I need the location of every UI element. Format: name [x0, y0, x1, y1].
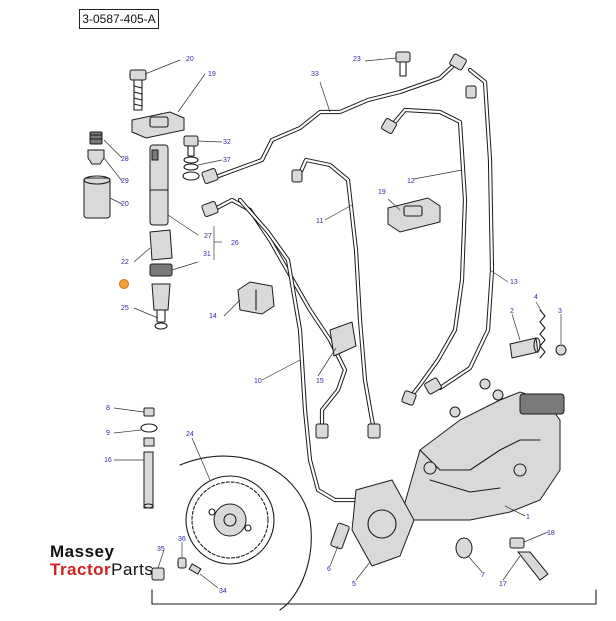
callout-5: 5 — [352, 581, 356, 588]
drive-gear — [179, 455, 312, 611]
callout-16: 16 — [104, 457, 112, 464]
frame-line — [151, 589, 597, 605]
highlighted-washer-icon — [119, 279, 129, 289]
callout-11: 11 — [316, 218, 323, 225]
callout-7: 7 — [481, 572, 485, 579]
callout-28: 28 — [121, 156, 129, 163]
reference-code-box: 3-0587-405-A — [79, 9, 159, 29]
callout-15: 15 — [316, 378, 324, 385]
watermark-line2: TractorParts — [50, 560, 153, 580]
callout-12: 12 — [407, 178, 415, 185]
watermark-line1: Massey — [50, 542, 115, 561]
fuel-pipes — [210, 61, 495, 503]
callout-19-left: 19 — [208, 71, 216, 78]
callout-14: 14 — [209, 313, 217, 320]
callout-24: 24 — [186, 431, 194, 438]
callout-29: 29 — [121, 178, 129, 185]
callout-19-right: 19 — [378, 189, 386, 196]
pump-small-parts — [509, 309, 567, 359]
callout-36: 36 — [178, 536, 186, 543]
callout-17: 17 — [499, 581, 507, 588]
callout-labels: 20 19 28 29 20 32 37 27 26 22 31 23 25 3… — [104, 56, 562, 595]
callout-10: 10 — [254, 378, 262, 385]
callout-4: 4 — [534, 294, 538, 301]
watermark-parts: Parts — [111, 560, 154, 579]
callout-2: 2 — [510, 308, 514, 315]
callout-18: 18 — [547, 530, 555, 537]
callout-8: 8 — [106, 405, 110, 412]
callout-35: 35 — [157, 546, 165, 553]
callout-23-top: 23 — [353, 56, 361, 63]
callout-34: 34 — [219, 588, 227, 595]
callout-1: 1 — [526, 514, 530, 521]
gear-fasteners — [151, 522, 549, 581]
callout-27: 27 — [204, 233, 212, 240]
injection-pump — [351, 378, 565, 567]
leader-lines — [103, 57, 562, 589]
callout-22: 22 — [121, 259, 129, 266]
callout-20-top: 20 — [186, 56, 194, 63]
callout-33: 33 — [311, 71, 319, 78]
injector-assembly — [83, 51, 441, 357]
pipe-fittings — [201, 53, 477, 439]
callout-6: 6 — [327, 566, 331, 573]
callout-3: 3 — [558, 308, 562, 315]
callout-37: 37 — [223, 157, 231, 164]
callout-9: 9 — [106, 430, 110, 437]
callout-26: 26 — [231, 240, 239, 247]
callout-31: 31 — [203, 251, 211, 258]
callout-20-holder: 20 — [121, 201, 129, 208]
watermark-tractor: Tractor — [50, 560, 112, 579]
callout-32: 32 — [223, 139, 231, 146]
callout-25: 25 — [121, 305, 129, 312]
timing-pin-assembly — [140, 407, 158, 509]
callout-13: 13 — [510, 279, 518, 286]
